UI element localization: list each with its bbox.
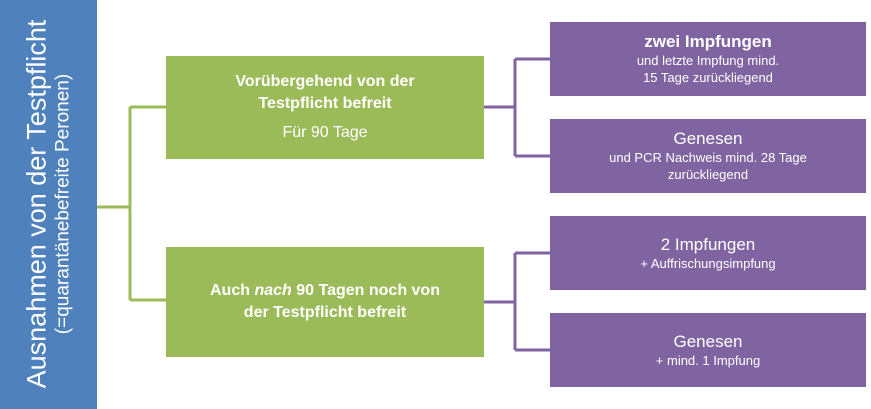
leaf-two-vaccinations-title: zwei Impfungen: [644, 32, 772, 52]
branch-after-line1-post: 90 Tagen noch von: [296, 282, 440, 300]
leaf-two-vaccinations: zwei Impfungen und letzte Impfung mind. …: [550, 22, 866, 96]
leaf-recovered-pcr-line1: und PCR Nachweis mind. 28 Tage: [609, 150, 807, 166]
leaf-booster-title: 2 Impfungen: [660, 234, 756, 254]
leaf-booster-line1: + Auffrischungsimpfung: [640, 255, 776, 271]
branch-after-90-days: Auch nach 90 Tagen noch von der Testpfli…: [166, 247, 484, 357]
leaf-two-vaccinations-line1: und letzte Impfung mind.: [636, 53, 780, 69]
leaf-recovered-vaccinated: Genesen + mind. 1 Impfung: [550, 313, 866, 387]
branch-after-line1-pre: Auch: [210, 282, 250, 300]
branch-after-line1-em: nach: [254, 282, 292, 300]
leaf-recovered-pcr: Genesen und PCR Nachweis mind. 28 Tage z…: [550, 119, 866, 193]
branch-after-line1: Auch nach 90 Tagen noch von: [210, 280, 440, 302]
branch-temporary: Vorübergehend von der Testpflicht befrei…: [166, 56, 484, 159]
branch-temporary-sub: Für 90 Tage: [282, 124, 368, 142]
leaf-recovered-vaccinated-title: Genesen: [673, 331, 743, 351]
green-connectors: [97, 105, 166, 302]
leaf-two-vaccinations-line2: 15 Tage zurückliegend: [643, 70, 773, 86]
root-node: Ausnahmen von der Testpflicht (=quarantä…: [0, 0, 97, 409]
leaf-recovered-pcr-line2: zurückliegend: [667, 167, 749, 183]
purple-connectors: [484, 57, 550, 352]
branch-temporary-line2: Testpflicht befreit: [258, 94, 392, 112]
leaf-recovered-pcr-title: Genesen: [673, 129, 743, 149]
leaf-recovered-vaccinated-line1: + mind. 1 Impfung: [655, 352, 761, 368]
branch-after-line2: der Testpflicht befreit: [243, 304, 407, 321]
branch-temporary-line1: Vorübergehend von der: [235, 73, 415, 91]
leaf-booster: 2 Impfungen + Auffrischungsimpfung: [550, 216, 866, 290]
